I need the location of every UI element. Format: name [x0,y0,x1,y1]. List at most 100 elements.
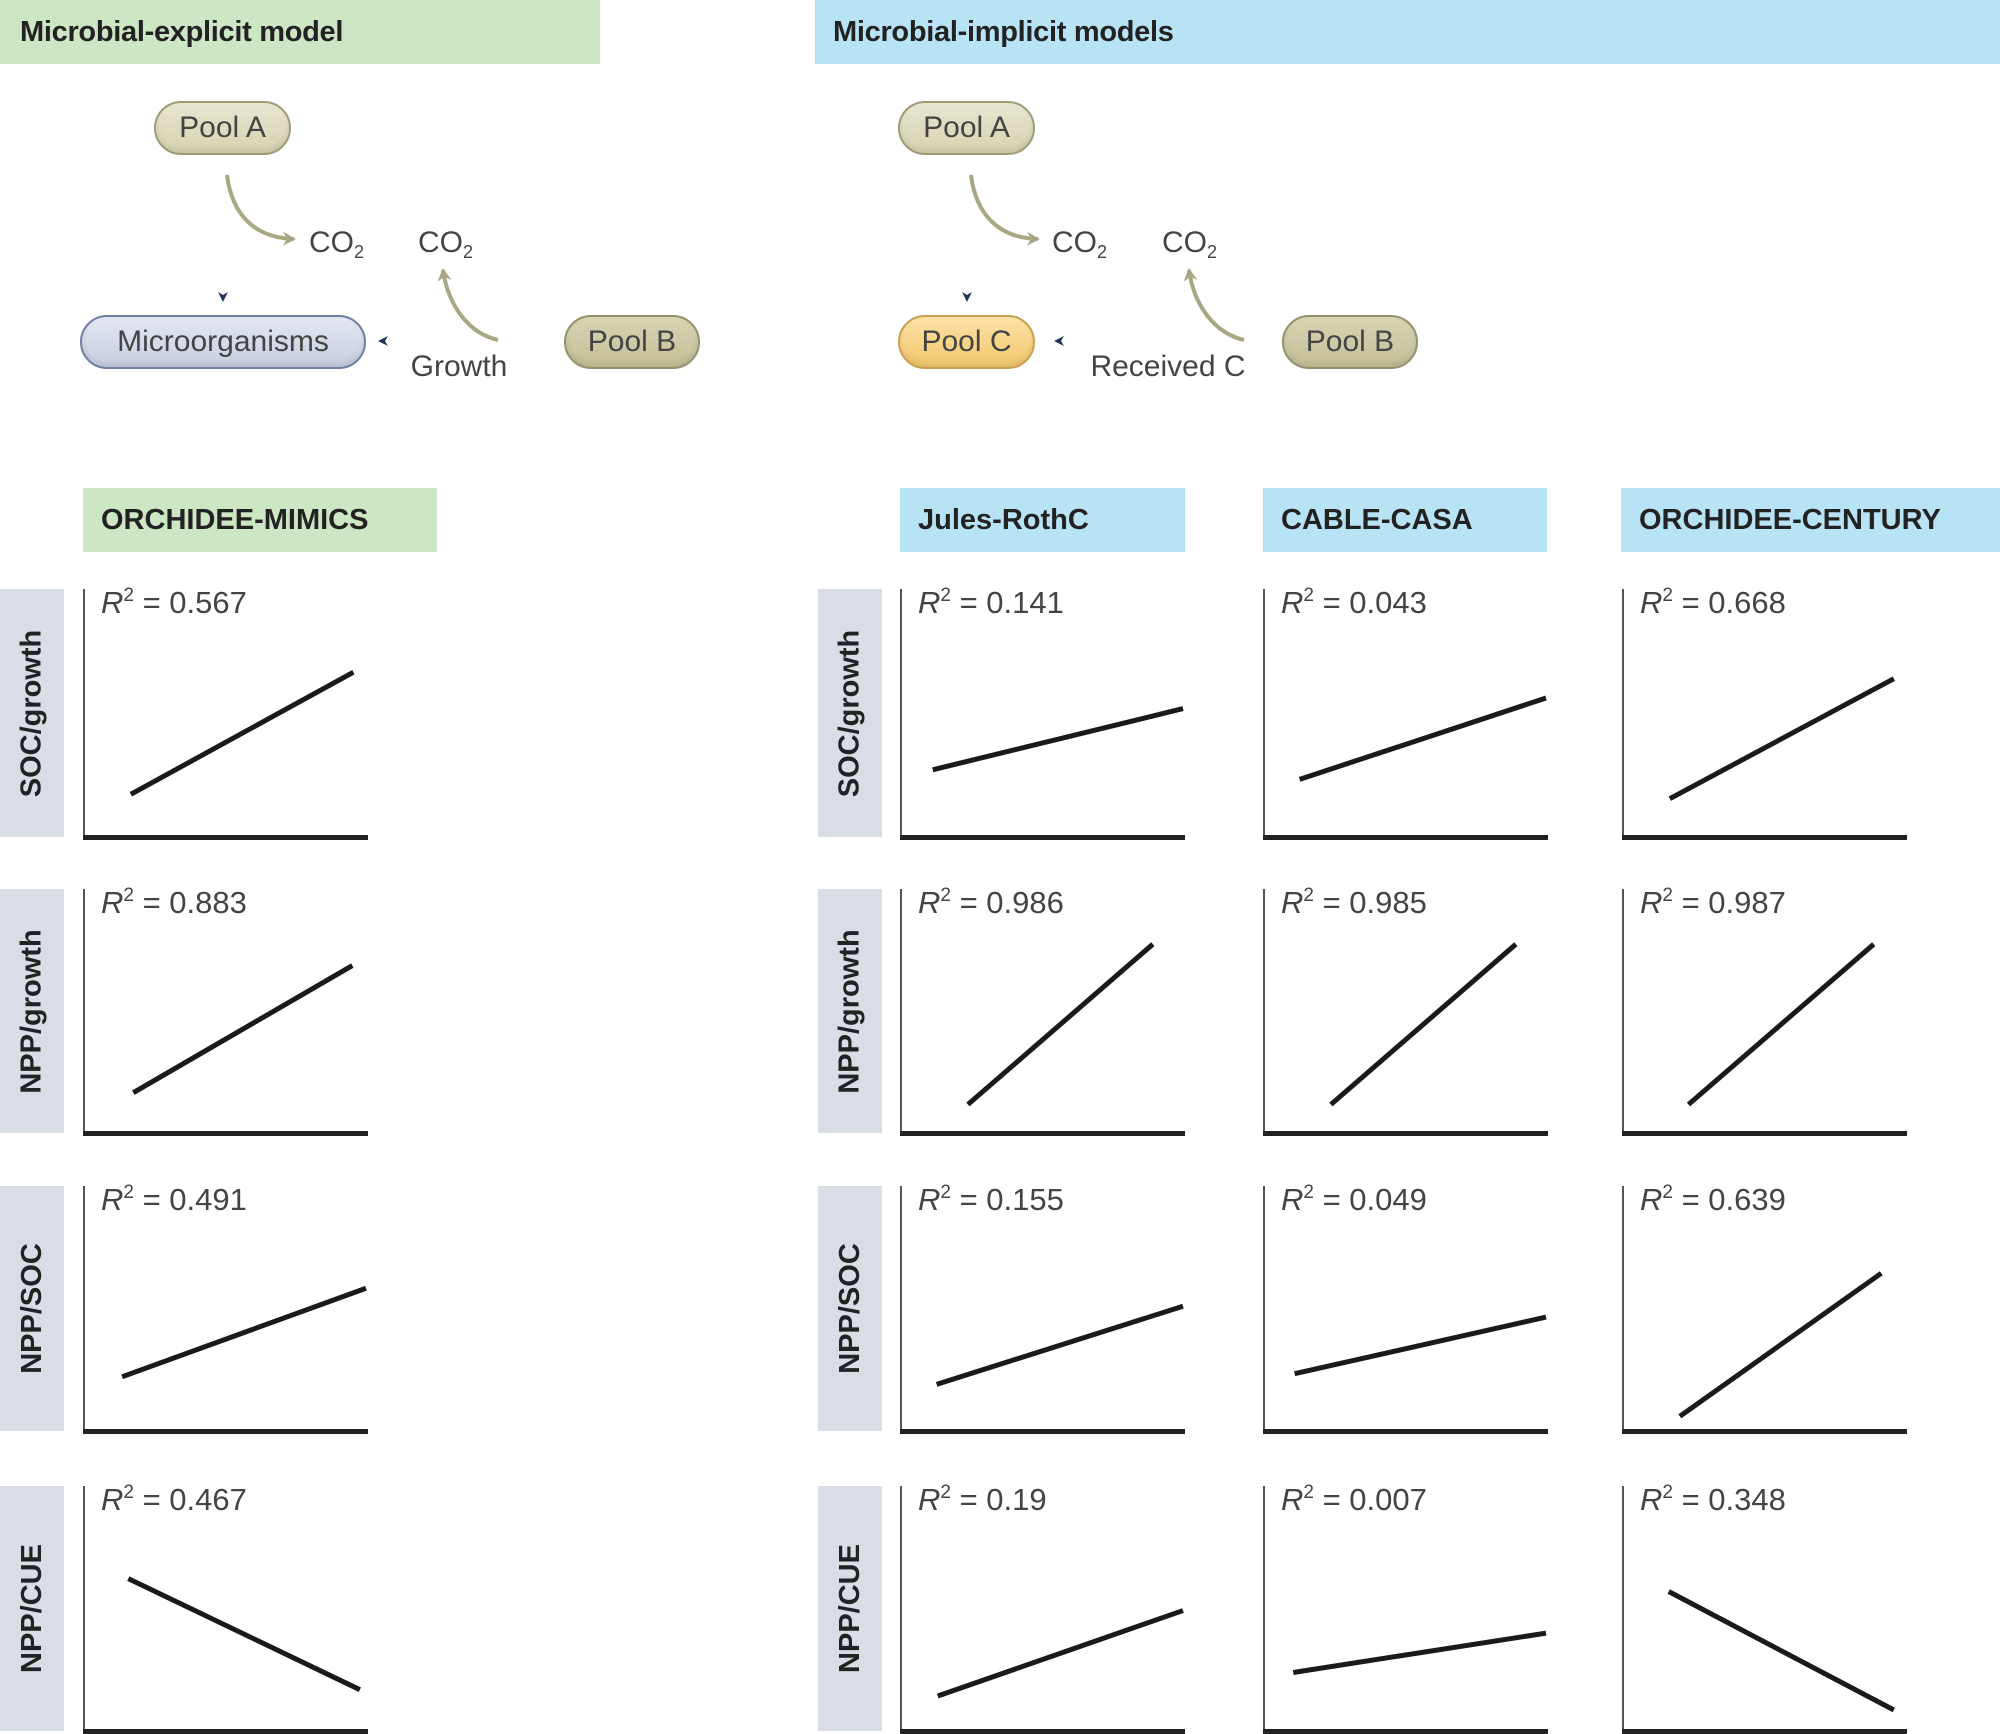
regression-plot [1292,1630,1547,1675]
r-symbol: R [1281,885,1304,920]
model-header-orchidee-mimics: ORCHIDEE-MIMICS [83,488,437,552]
regression-plot [1294,1314,1547,1377]
r-exponent: 2 [123,885,134,906]
model-header-cable-casa: CABLE-CASA [1263,488,1547,552]
regression-line [1329,942,1518,1107]
r-symbol: R [1281,1482,1304,1517]
row-label: NPP/CUE [818,1486,882,1731]
r-squared-label: R2 = 0.19 [918,1482,1047,1518]
y-axis [83,889,85,1133]
co2-subscript: 2 [463,242,474,262]
r-exponent: 2 [1662,585,1673,606]
co2-label: CO2 [1052,226,1107,263]
r-squared-label: R2 = 0.043 [1281,585,1427,621]
y-axis [900,1486,902,1731]
r-squared-value: = 0.19 [950,1482,1047,1517]
r-exponent: 2 [940,585,951,606]
regression-line [936,1608,1184,1699]
r-squared-label: R2 = 0.987 [1640,885,1786,921]
implicit-arrows [962,156,1280,346]
regression-panel: R2 = 0.491 [83,1182,368,1434]
regression-panel: R2 = 0.348 [1622,1482,1907,1734]
r-squared-value: = 0.987 [1672,885,1786,920]
regression-line [935,1303,1184,1387]
r-squared-value: = 0.567 [133,585,247,620]
regression-plot [121,1285,367,1380]
r-symbol: R [101,1182,124,1217]
regression-line [1292,1630,1547,1675]
growth-label: Growth [410,350,508,383]
r-squared-label: R2 = 0.985 [1281,885,1427,921]
regression-panel: R2 = 0.987 [1622,885,1907,1136]
r-symbol: R [918,1482,941,1517]
r-squared-value: = 0.049 [1313,1182,1427,1217]
r-exponent: 2 [123,585,134,606]
regression-line [1668,676,1896,801]
y-axis [1263,589,1265,837]
x-axis [1263,1429,1548,1434]
r-symbol: R [101,1482,124,1517]
r-squared-value: = 0.467 [133,1482,247,1517]
x-axis [900,1729,1185,1734]
regression-panel: R2 = 0.049 [1263,1182,1548,1434]
row-label-text: NPP/growth [833,928,866,1094]
regression-line [127,1576,361,1692]
r-squared-label: R2 = 0.049 [1281,1182,1427,1218]
y-axis [1622,1186,1624,1431]
row-label: NPP/SOC [818,1186,882,1431]
row-label: NPP/growth [818,889,882,1133]
r-squared-label: R2 = 0.986 [918,885,1064,921]
explicit-arrows [218,156,538,346]
x-axis [1622,835,1907,840]
model-header-orchidee-century: ORCHIDEE-CENTURY [1621,488,2000,552]
regression-plot [1668,676,1896,801]
regression-line [129,670,355,797]
regression-panel: R2 = 0.467 [83,1482,368,1734]
regression-plot [127,1576,361,1692]
regression-plot [932,706,1184,773]
x-axis [83,1729,368,1734]
model-header-jules-rothc: Jules-RothC [900,488,1185,552]
y-axis [1622,1486,1624,1731]
received-c-label: Received C [1090,350,1246,383]
regression-line [966,942,1155,1107]
x-axis [1263,835,1548,840]
pool-a-co2-arrow-implicit [969,174,1040,246]
r-exponent: 2 [123,1182,134,1203]
r-squared-label: R2 = 0.467 [101,1482,247,1518]
co2-subscript: 2 [354,242,365,262]
flow-diagram-arrows [218,156,1280,346]
r-exponent: 2 [1662,1482,1673,1503]
r-exponent: 2 [940,1182,951,1203]
co2-text: CO [309,226,354,259]
y-axis [900,589,902,837]
r-exponent: 2 [940,885,951,906]
regression-line [1294,1314,1547,1377]
r-squared-label: R2 = 0.155 [918,1182,1064,1218]
y-axis [1622,589,1624,837]
regression-panel: R2 = 0.155 [900,1182,1185,1434]
regression-panel: R2 = 0.043 [1263,585,1548,840]
r-symbol: R [918,585,941,620]
pool-c-node: Pool C [898,315,1035,369]
r-squared-value: = 0.639 [1672,1182,1786,1217]
x-axis [83,1131,368,1136]
row-label: SOC/growth [0,589,64,837]
r-squared-value: = 0.986 [950,885,1064,920]
r-exponent: 2 [940,1482,951,1503]
regression-plot [1678,1271,1883,1419]
y-axis [1263,1486,1265,1731]
pool-b-node: Pool B [564,315,700,369]
y-axis [83,1486,85,1731]
x-axis [900,1131,1185,1136]
x-axis [900,835,1185,840]
co2-label: CO2 [309,226,364,263]
x-axis [1263,1131,1548,1136]
co2-label: CO2 [418,226,473,263]
regression-plot [1667,1589,1896,1713]
y-axis [83,1186,85,1431]
row-label-text: NPP/SOC [833,1243,866,1374]
r-squared-label: R2 = 0.639 [1640,1182,1786,1218]
r-squared-label: R2 = 0.491 [101,1182,247,1218]
regression-panel: R2 = 0.141 [900,585,1185,840]
